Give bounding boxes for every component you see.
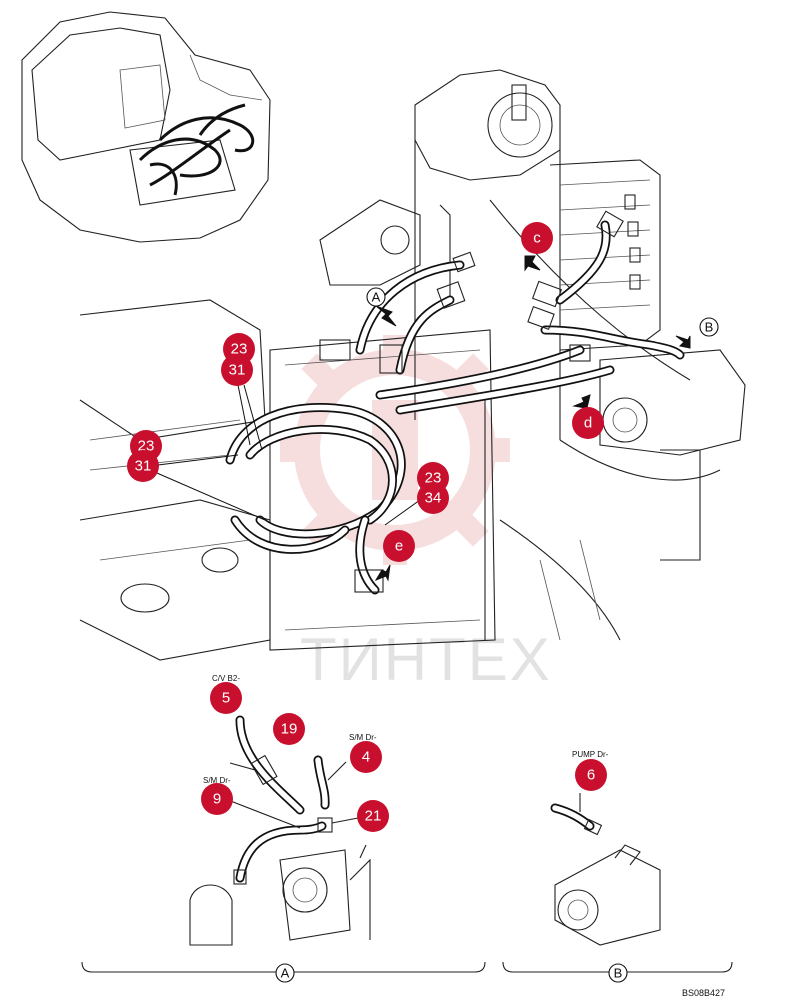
svg-text:31: 31 [229, 362, 246, 379]
label-cv-b2: C/V B2- [212, 674, 240, 683]
machine-structure [79, 69, 746, 661]
detail-a [189, 715, 371, 946]
svg-text:23: 23 [231, 341, 248, 358]
reference-code: BS08B427 [682, 988, 725, 998]
svg-text:e: e [395, 538, 403, 555]
callout-34: 23 34 [417, 462, 449, 514]
callout-19: 19 [273, 713, 305, 745]
label-sm-dr-4: S/M Dr- [349, 733, 377, 742]
detail-b [550, 793, 661, 946]
view-label-a-top: A [366, 287, 386, 307]
svg-text:A: A [281, 966, 290, 981]
label-pump-dr: PUMP Dr- [572, 750, 609, 759]
label-sm-dr-9: S/M Dr- [203, 776, 231, 785]
hose-fittings [319, 210, 624, 593]
svg-text:9: 9 [213, 791, 221, 808]
callout-5: 5 [210, 682, 242, 714]
callout-6: 6 [575, 759, 607, 791]
svg-text:23: 23 [425, 470, 442, 487]
svg-text:A: A [372, 290, 381, 305]
svg-text:d: d [584, 415, 592, 432]
svg-text:5: 5 [222, 690, 230, 707]
callout-9: 9 [201, 783, 233, 815]
svg-text:4: 4 [362, 749, 370, 766]
callout-4: 4 [350, 741, 382, 773]
callout-c: c [521, 222, 553, 254]
callout-23a: 31 23 [221, 333, 255, 386]
view-label-b-bottom: B [608, 963, 628, 983]
svg-text:31: 31 [135, 458, 152, 475]
excavator-thumbnail [21, 11, 271, 243]
svg-text:B: B [614, 966, 623, 981]
callout-e: e [383, 530, 415, 562]
callout-d: d [572, 407, 604, 439]
view-label-b-top: B [699, 317, 719, 337]
svg-text:21: 21 [365, 808, 382, 825]
svg-text:6: 6 [587, 767, 595, 784]
svg-text:19: 19 [281, 721, 298, 738]
watermark-text: ТИНТЕХ [300, 626, 552, 693]
svg-text:B: B [705, 320, 714, 335]
callout-21: 21 [357, 800, 389, 832]
svg-text:34: 34 [425, 490, 442, 507]
callout-31b: 23 31 [127, 430, 162, 482]
svg-text:c: c [533, 230, 541, 247]
view-label-a-bottom: A [275, 963, 295, 983]
hose-bundle [225, 220, 685, 595]
